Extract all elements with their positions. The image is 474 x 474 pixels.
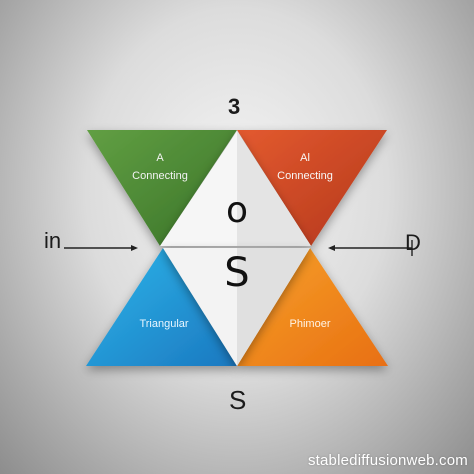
center-glyph-bottom: S — [224, 250, 250, 296]
watermark-text: stablediffusionweb.com — [307, 452, 468, 469]
triangle-bottom-right — [237, 248, 388, 366]
triangle-top-left-shade — [87, 130, 237, 246]
top-right-text-line2: Connecting — [277, 170, 333, 182]
top-label: 3 — [228, 94, 241, 119]
bottom-left-text: Triangular — [139, 318, 189, 330]
center-panel-bottom-fold — [237, 248, 310, 366]
top-right-text-line1: Al — [300, 152, 310, 164]
top-left-text-line1: A — [156, 152, 164, 164]
triangle-top-right — [237, 130, 387, 246]
left-arrow-head — [131, 245, 138, 251]
right-label: D — [405, 230, 421, 255]
center-panel-top-fold — [237, 131, 311, 246]
bottom-label: S — [229, 385, 247, 415]
center-glyph-top: o — [225, 190, 249, 231]
triangle-bottom-left — [86, 248, 237, 366]
top-left-text-line2: Connecting — [132, 170, 188, 182]
bottom-right-text: Phimoer — [289, 318, 331, 330]
right-arrow-head — [328, 245, 335, 251]
triangle-top-left — [87, 130, 237, 246]
left-label: in — [44, 228, 62, 253]
